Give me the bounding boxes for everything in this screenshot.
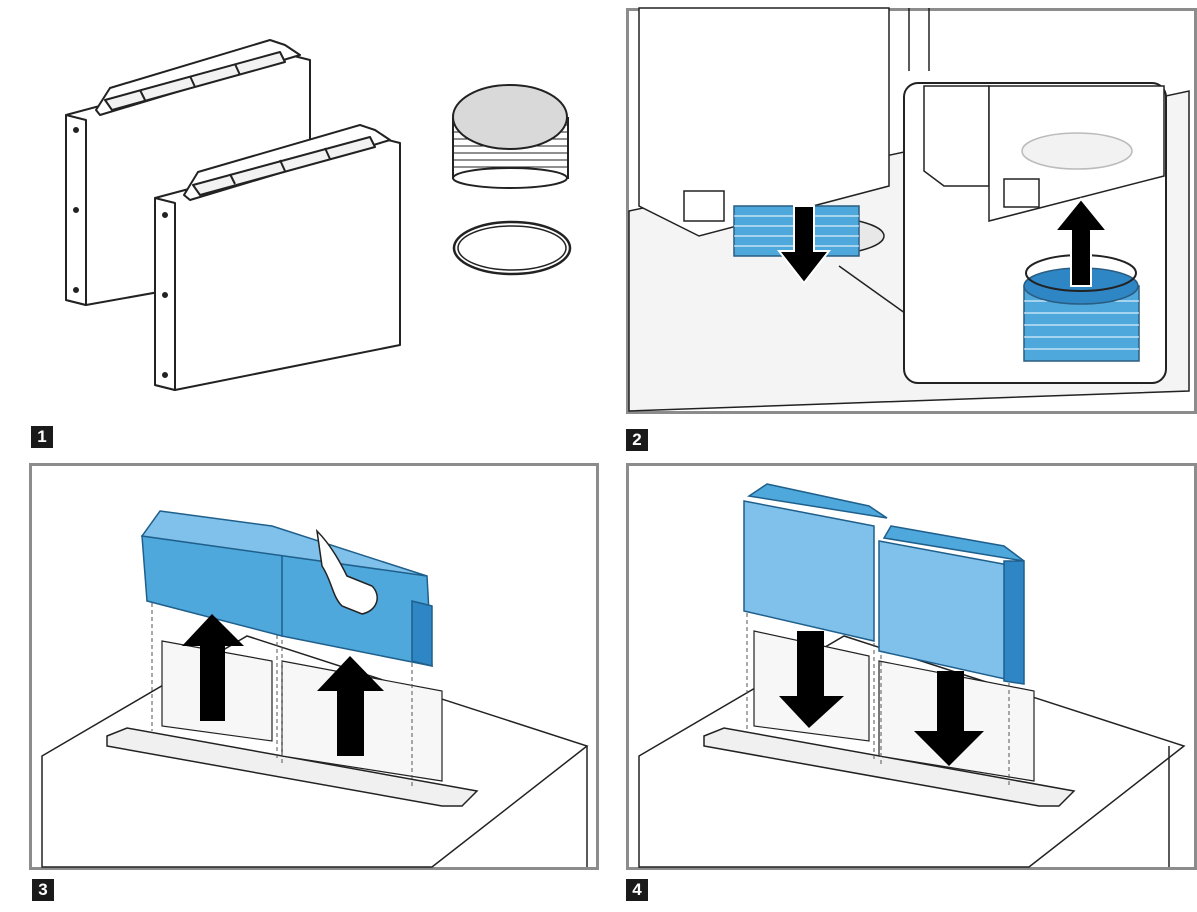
up-arrow-icon <box>317 656 384 756</box>
up-arrow-icon <box>1052 197 1110 287</box>
down-arrow-icon <box>776 205 832 285</box>
step-4-badge: 4 <box>626 879 648 901</box>
carbon-filter-icon <box>154 124 401 391</box>
carbon-filter-icon <box>743 483 888 642</box>
retaining-ring-icon <box>452 220 572 276</box>
carbon-filter-icon <box>140 510 433 667</box>
carbon-filter-icon <box>878 525 1025 685</box>
step-4-panel: 4 <box>626 463 1197 901</box>
step-3-illustration <box>41 510 589 868</box>
down-arrow-icon <box>779 631 844 728</box>
zoom-callout <box>903 82 1167 384</box>
step-1-illustration <box>65 39 572 391</box>
step-3-badge: 3 <box>32 879 54 901</box>
down-arrow-icon <box>914 671 984 766</box>
step-4-illustration <box>638 483 1186 868</box>
step-3-panel: 3 <box>29 463 599 901</box>
step-2-badge: 2 <box>626 429 648 451</box>
hand-icon <box>315 528 378 615</box>
step-2-panel: 2 <box>626 7 1197 451</box>
up-arrow-icon <box>182 614 244 721</box>
step-1-badge: 1 <box>31 426 53 448</box>
step-1-panel: 1 <box>0 0 600 448</box>
sealing-disc-stack-icon <box>452 84 569 189</box>
step-2-illustration <box>628 7 1190 412</box>
